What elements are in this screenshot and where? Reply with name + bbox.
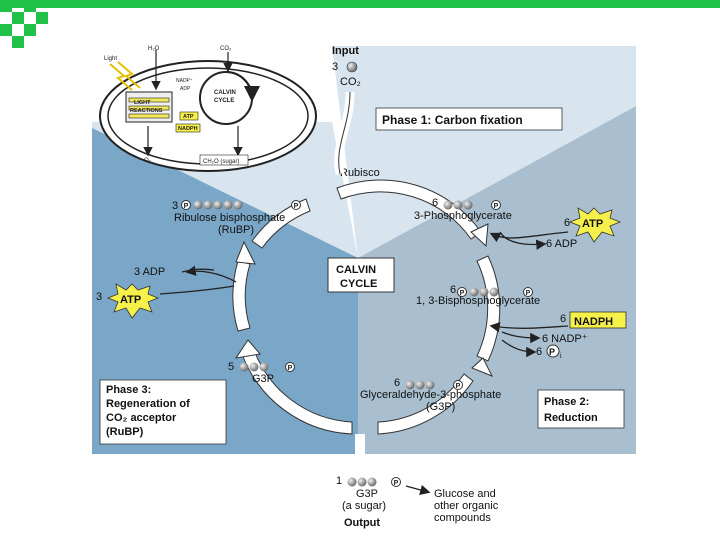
- phase2-line1: Phase 2:: [544, 396, 589, 408]
- phase1-label: Phase 1: Carbon fixation: [382, 113, 523, 127]
- output-title: Output: [344, 517, 380, 529]
- atp-left-count: 3: [96, 291, 102, 303]
- h2o-label: H₂O: [148, 46, 160, 52]
- atp-top-label: ATP: [582, 218, 603, 230]
- rubisco-label: Rubisco: [340, 167, 380, 179]
- input-title: Input: [332, 45, 359, 57]
- nadp-inset-label: NADP⁺: [176, 78, 193, 84]
- atp-top-adp: 6 ADP: [546, 238, 577, 250]
- atp-top-count: 6: [564, 217, 570, 229]
- output-count: 1: [336, 475, 342, 487]
- sugar-inset-label: CH₂O (sugar): [203, 159, 239, 165]
- input-count: 3: [332, 61, 338, 73]
- phase3-line3: CO₂ acceptor: [106, 412, 177, 424]
- pi-label: P: [549, 347, 555, 357]
- calvin-cycle-ring: [232, 179, 501, 435]
- output-sub: (a sugar): [342, 500, 386, 512]
- rubp-count: 3: [172, 200, 178, 212]
- phase1-region: [332, 46, 636, 258]
- output-name: G3P: [356, 488, 378, 500]
- pga-name: 3-Phosphoglycerate: [414, 210, 512, 222]
- g3p-left-count: 5: [228, 361, 234, 373]
- product-line3: compounds: [434, 512, 491, 524]
- adp-inset-label: ADP: [180, 86, 191, 92]
- nadph-label: NADPH: [574, 316, 613, 328]
- phase3-line2: Regeneration of: [106, 398, 190, 410]
- chloroplast-inset: Light H₂O CO₂ NADP⁺ ADP LIGHT REACTIONS …: [99, 46, 317, 172]
- o2-label: O₂: [144, 158, 152, 164]
- center-calvin-label-2: CYCLE: [340, 278, 377, 290]
- nadph-count: 6: [560, 313, 566, 325]
- top-accent-bar: [0, 0, 720, 8]
- g3p-cycle-name: Glyceraldehyde-3-phosphate: [360, 389, 501, 401]
- light-reactions-label-1: LIGHT: [134, 100, 151, 106]
- rubp-name: Ribulose bisphosphate: [174, 212, 285, 224]
- nadph-nadp: 6 NADP⁺: [542, 333, 588, 345]
- g3p-cycle-count: 6: [394, 377, 400, 389]
- inset-atp-label: ATP: [183, 114, 194, 120]
- atp-top-burst: [568, 207, 622, 243]
- nadph-box: [569, 311, 627, 329]
- center-calvin-label-1: CALVIN: [336, 264, 376, 276]
- input-molecule: CO₂: [340, 76, 361, 88]
- calvin-cycle-figure: P Light H₂O CO₂ NADP⁺ ADP LI: [88, 36, 642, 534]
- pi-sub: i: [560, 353, 562, 360]
- co2-molecule-icon: [346, 61, 358, 73]
- atp-left-label: ATP: [120, 294, 141, 306]
- product-line2: other organic: [434, 500, 499, 512]
- bpg-name: 1, 3-Bisphosphoglycerate: [416, 295, 540, 307]
- g3p-left-name: G3P: [252, 373, 274, 385]
- phase3-region: [92, 128, 358, 454]
- product-line1: Glucose and: [434, 488, 496, 500]
- inset-calvin-label-1: CALVIN: [214, 90, 236, 96]
- phase2-line2: Reduction: [544, 412, 598, 424]
- pi-count: 6: [536, 346, 542, 358]
- bpg-count: 6: [450, 284, 456, 296]
- rubp-abbr: (RuBP): [218, 224, 254, 236]
- pga-count: 6: [432, 197, 438, 209]
- light-label: Light: [104, 56, 117, 62]
- phase2-region: [358, 106, 636, 454]
- inset-nadph-label: NADPH: [178, 126, 198, 132]
- phase3-line4: (RuBP): [106, 426, 144, 438]
- atp-left-burst: [106, 283, 160, 319]
- g3p-cycle-abbr: (G3P): [426, 401, 455, 413]
- inset-calvin-label-2: CYCLE: [214, 98, 234, 104]
- co2-inset-label: CO₂: [220, 46, 232, 52]
- light-reactions-label-2: REACTIONS: [130, 108, 163, 114]
- phase3-line1: Phase 3:: [106, 384, 151, 396]
- atp-left-adp: 3 ADP: [134, 266, 165, 278]
- calvin-cycle-diagram: P Light H₂O CO₂ NADP⁺ ADP LI: [88, 36, 642, 534]
